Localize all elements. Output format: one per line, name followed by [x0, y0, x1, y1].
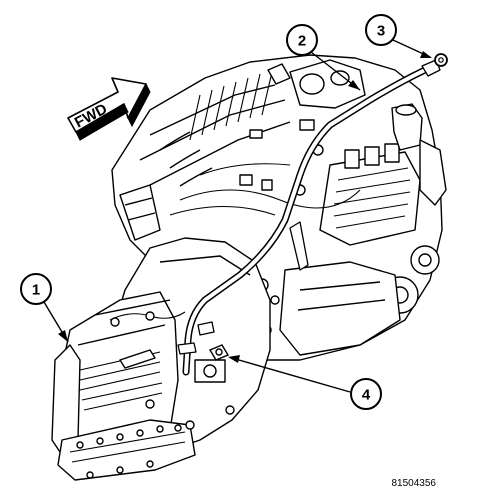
callout-3-circle — [365, 14, 397, 46]
callout-4: 4 — [350, 378, 382, 410]
mounting-bolt — [208, 344, 230, 361]
callout-3-number: 3 — [377, 23, 385, 40]
callout-1: 1 — [20, 273, 52, 305]
callout-4-number: 4 — [362, 387, 371, 404]
callout-3: 3 — [365, 14, 397, 46]
callout-1-number: 1 — [32, 282, 40, 299]
callout-2-number: 2 — [298, 33, 306, 50]
figure-number: 81504356 — [392, 478, 437, 489]
leader-arrowheads — [58, 51, 432, 363]
callout-2: 2 — [286, 24, 318, 56]
dipstick-tube — [177, 53, 448, 376]
callout-2-circle — [286, 24, 318, 56]
callout-4-circle — [350, 378, 382, 410]
callout-1-circle — [20, 273, 52, 305]
